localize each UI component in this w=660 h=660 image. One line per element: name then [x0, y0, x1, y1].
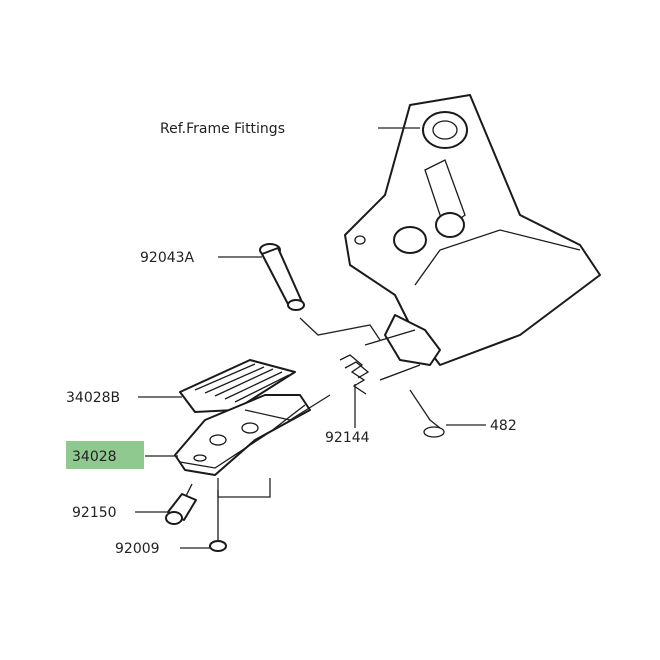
footpeg-part [174, 394, 311, 476]
label-spring: 92144 [325, 430, 370, 446]
label-footpeg: 34028 [72, 449, 117, 465]
label-ref-frame-fittings: Ref.Frame Fittings [160, 121, 285, 137]
bolt-part [165, 483, 197, 525]
label-rubber-pad: 34028B [66, 390, 120, 406]
highlight-box [66, 441, 144, 469]
rubber-pad-part [179, 359, 296, 413]
screw-part [209, 490, 227, 552]
label-clip: 482 [490, 418, 517, 434]
spring-part [339, 354, 370, 395]
leader-lines [135, 127, 486, 549]
label-pin: 92043A [140, 250, 195, 266]
pin-part [259, 243, 305, 311]
frame-bracket [344, 94, 601, 381]
label-bolt: 92150 [72, 505, 117, 521]
label-screw: 92009 [115, 541, 160, 557]
clip-part [423, 426, 445, 438]
